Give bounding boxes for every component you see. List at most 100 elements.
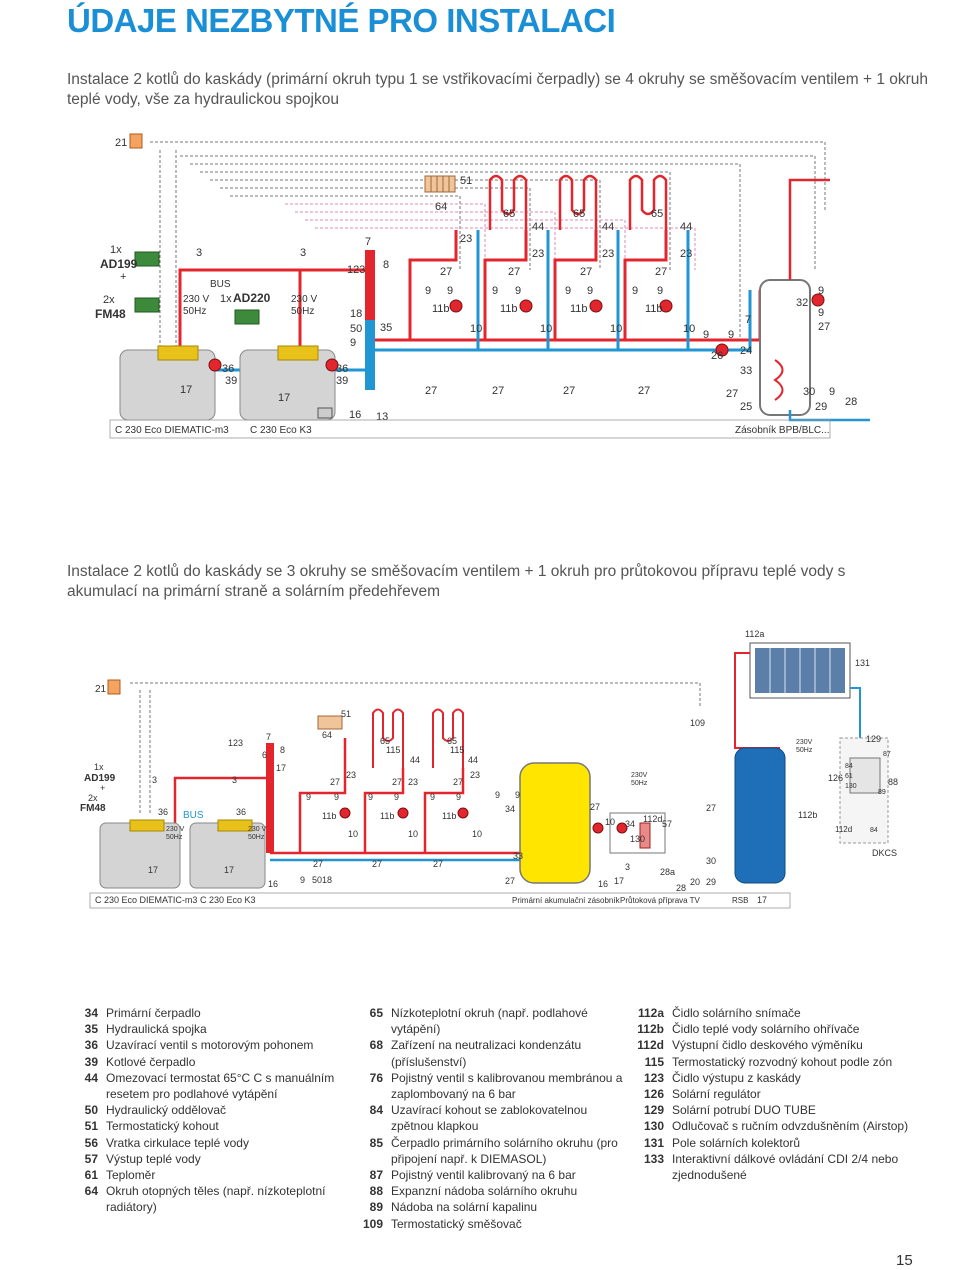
boiler-2	[239, 345, 336, 421]
label-9g-2: 9	[495, 790, 500, 800]
label-230v-2c: 230V	[631, 772, 648, 779]
label-36a: 36	[222, 363, 234, 375]
legend-number: 50	[84, 1103, 98, 1118]
label-16: 16	[349, 409, 361, 421]
legend-number: 123	[643, 1070, 664, 1085]
label-9k: 9	[818, 285, 824, 297]
control-board-fm48	[134, 297, 160, 313]
label-ad220: AD220	[233, 291, 271, 305]
label-23a-2: 23	[346, 770, 356, 780]
label-130b-2: 130	[845, 783, 857, 790]
label-30: 30	[803, 386, 815, 398]
label-44a-2: 44	[410, 755, 420, 765]
label-130a-2: 130	[630, 834, 645, 844]
label-33: 33	[740, 365, 752, 377]
legend-text: Omezovací termostat 65°C C s manuálním r…	[106, 1070, 335, 1102]
label-21: 21	[115, 137, 127, 149]
hydraulic-diagram-2: 112a 131 21 51 64	[80, 629, 898, 909]
legend-number: 130	[643, 1119, 664, 1134]
label-89-2: 89	[878, 789, 886, 796]
label-29-2: 29	[706, 877, 716, 887]
label-27i: 27	[726, 388, 738, 400]
qty-ad220: 1x	[220, 293, 232, 305]
label-11b-c2: 11b	[442, 811, 456, 821]
control-wiring	[150, 141, 826, 350]
legend-number: 112b	[637, 1022, 664, 1037]
legend-item: 129 Solární potrubí DUO TUBE	[620, 1102, 920, 1118]
label-23a: 23	[460, 233, 472, 245]
label-230v-2d: 230V	[796, 739, 813, 746]
label-36b-2: 36	[236, 807, 246, 817]
label-50hz-2c: 50Hz	[631, 780, 648, 787]
legend-text: Uzavírací ventil s motorovým pohonem	[106, 1038, 314, 1053]
label-28a-2: 28a	[660, 867, 675, 877]
label-23c-2: 23	[470, 770, 480, 780]
label-35: 35	[380, 322, 392, 334]
solar-station	[839, 737, 889, 844]
legend-text: Pole solárních kolektorů	[672, 1135, 801, 1150]
legend-text: Výstup teplé vody	[106, 1151, 201, 1166]
label-8-2: 8	[280, 745, 285, 755]
label-7b: 7	[745, 314, 751, 326]
qty-fm48: 2x	[103, 294, 115, 306]
label-112d-2: 112d	[643, 814, 662, 824]
label-11b-b2: 11b	[380, 811, 394, 821]
label-27e-2: 27	[372, 859, 382, 869]
legend-number: 129	[643, 1103, 664, 1118]
diagram1-frame	[109, 419, 831, 439]
label-123-2: 123	[228, 738, 243, 748]
page-number: 15	[896, 1252, 913, 1269]
legend-number: 115	[644, 1054, 664, 1069]
label-65b: 65	[573, 208, 585, 220]
label-boiler-1-2: C 230 Eco DIEMATIC-m3	[95, 895, 197, 905]
legend-text: Okruh otopných těles (např. nízkoteplotn…	[106, 1184, 326, 1215]
label-126-2: 126	[828, 773, 843, 783]
legend-number: 64	[84, 1184, 98, 1199]
label-11b-a2: 11b	[322, 811, 336, 821]
legend-number: 76	[369, 1070, 383, 1085]
legend-text: Čidlo výstupu z kaskády	[672, 1070, 801, 1085]
label-9f: 9	[587, 285, 593, 297]
legend-text: Solární potrubí DUO TUBE	[672, 1103, 816, 1118]
label-123: 123	[347, 264, 365, 276]
label-27a: 27	[440, 266, 452, 278]
label-36a-2: 36	[158, 807, 168, 817]
legend-number: 61	[84, 1168, 98, 1183]
legend-text: Hydraulický oddělovač	[106, 1103, 227, 1118]
label-tank1-2: Primární akumulační zásobník	[512, 896, 621, 905]
outdoor-sensor-icon	[129, 133, 143, 149]
legend-number: 131	[643, 1135, 664, 1150]
primary-accumulation-tank	[519, 762, 591, 884]
qty-ad199: 1x	[110, 244, 122, 256]
hydraulic-separator-cold	[365, 320, 375, 390]
label-7: 7	[365, 236, 371, 248]
intro-text-1: Instalace 2 kotlů do kaskády (primární o…	[67, 71, 929, 108]
legend-text: Nádoba na solární kapalinu	[391, 1200, 538, 1215]
label-87-2: 87	[883, 751, 891, 758]
label-23c: 23	[602, 248, 614, 260]
label-17e-2: 17	[757, 895, 767, 905]
legend-text: Termostatický směšovač	[391, 1216, 522, 1231]
label-44b: 44	[602, 221, 614, 233]
label-84a-2: 84	[845, 763, 853, 770]
pumps-2	[339, 807, 628, 834]
floor-heating-loops	[488, 174, 668, 230]
legend-text: Kotlové čerpadlo	[106, 1054, 196, 1069]
label-29: 29	[815, 401, 827, 413]
label-50hz-b: 50Hz	[291, 306, 314, 317]
label-9e: 9	[565, 285, 571, 297]
label-39b: 39	[336, 375, 348, 387]
legend-number: 88	[369, 1184, 383, 1199]
legend-number: 112d	[637, 1038, 664, 1053]
label-bus-2: BUS	[183, 810, 204, 821]
label-20-2: 20	[690, 877, 700, 887]
label-230v-2b: 230 V	[248, 826, 267, 833]
label-50hz-2b: 50Hz	[248, 834, 265, 841]
